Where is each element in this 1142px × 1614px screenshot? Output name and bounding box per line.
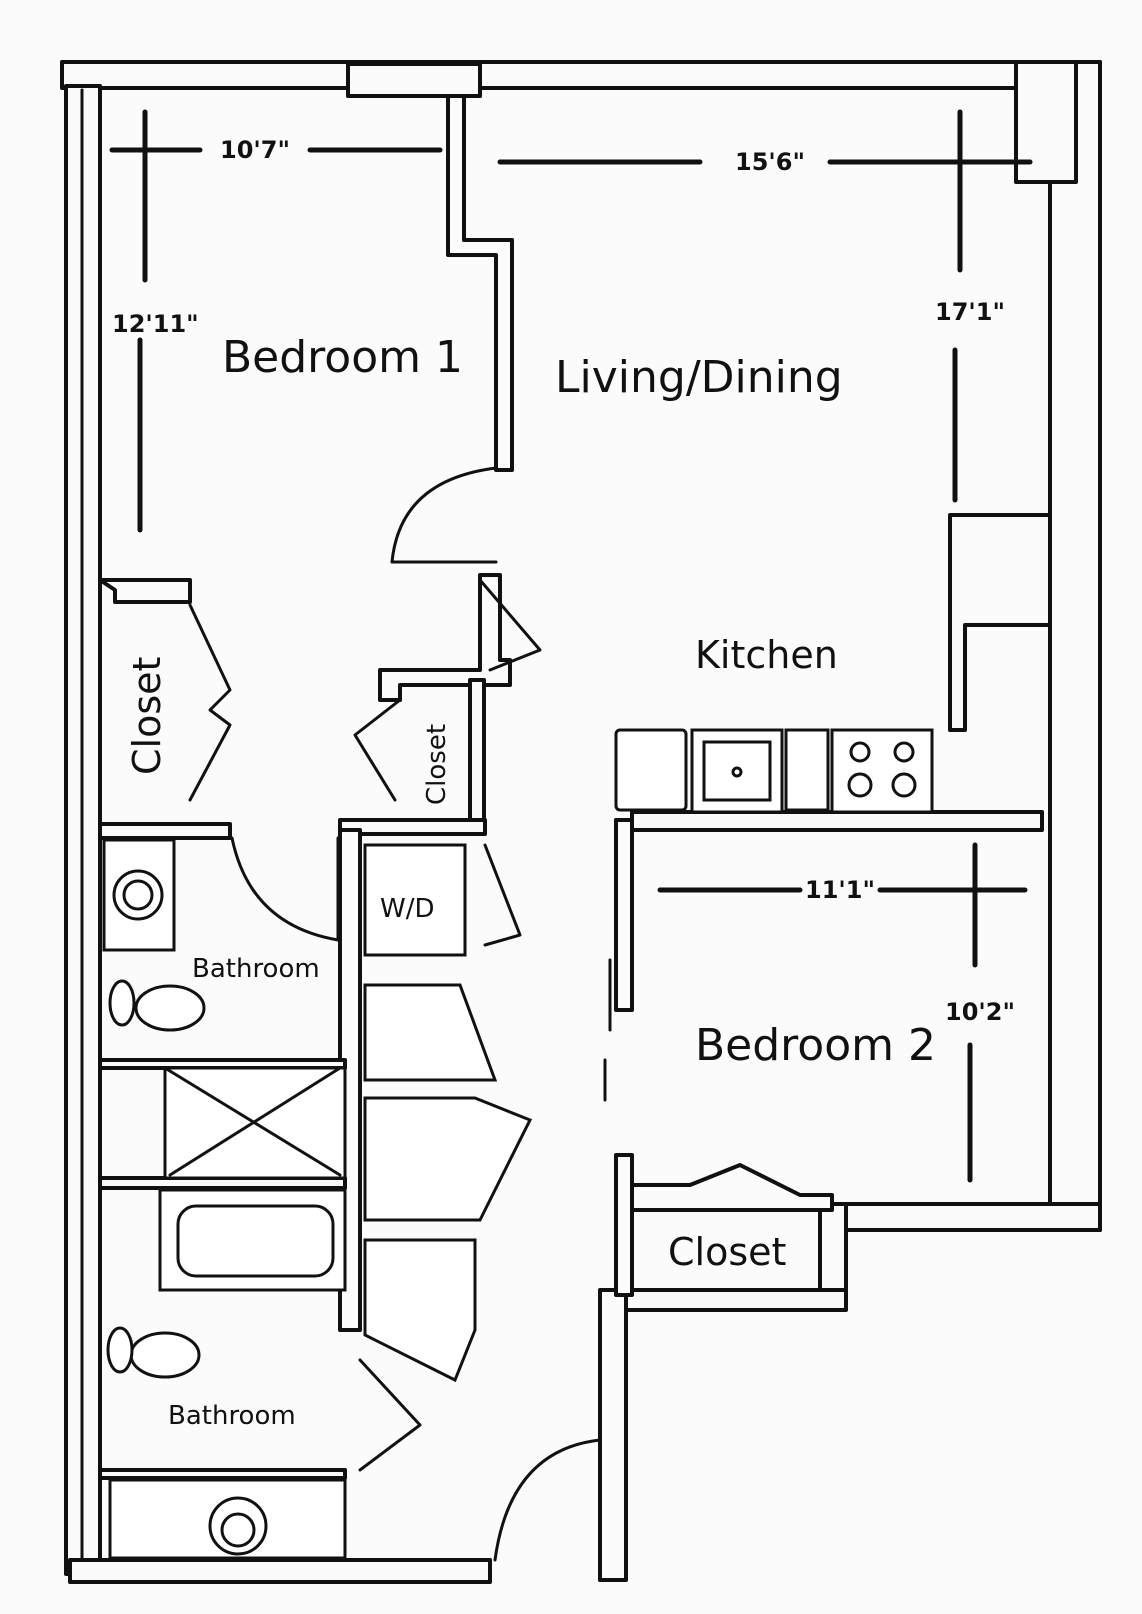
kitchen-fixtures [614, 728, 934, 814]
storage-cabinet-1 [363, 983, 498, 1082]
bedroom1-width-label: 10'7" [220, 136, 290, 164]
room-label-bathroom1: Bathroom [192, 954, 320, 984]
burner-icon [893, 741, 915, 763]
burner-icon [847, 772, 873, 798]
bathroom1-door [230, 836, 340, 942]
bedroom1-door [390, 466, 498, 564]
bathroom2-door [358, 1358, 422, 1472]
room-label-closet-bedroom1: Closet [125, 657, 169, 775]
doors [188, 466, 612, 1562]
living-depth-label: 17'1" [935, 298, 1005, 326]
sink-icon [112, 869, 164, 921]
hall-closet-door [353, 698, 402, 802]
stove [830, 728, 934, 814]
bedroom1-depth-label: 12'11" [112, 310, 199, 338]
bedroom2-width-label: 11'1" [805, 876, 875, 904]
room-label-bathroom2: Bathroom [168, 1401, 296, 1431]
labels: 10'7" 12'11" 15'6" 17'1" 11'1" 10'2" Bed… [112, 136, 1015, 1431]
counter-left [614, 728, 688, 812]
toilet-icon [134, 984, 206, 1032]
closet1-bifold-door [188, 603, 232, 802]
room-label-bedroom2: Bedroom 2 [695, 1020, 936, 1071]
burner-icon [891, 772, 917, 798]
storage-cabinet-3 [363, 1238, 477, 1383]
burner-icon [849, 741, 871, 763]
living-width-label: 15'6" [735, 148, 805, 176]
counter-mid [784, 728, 830, 812]
room-label-laundry: W/D [380, 894, 435, 924]
hall-storage [363, 843, 533, 1383]
room-label-kitchen: Kitchen [695, 633, 838, 677]
dimension-lines [109, 109, 1033, 1183]
storage-cabinet-2 [363, 1096, 533, 1222]
room-label-closet-bedroom2: Closet [668, 1230, 786, 1274]
wd-door [483, 843, 522, 947]
interior-walls [98, 94, 1052, 1480]
toilet-icon [129, 1331, 201, 1379]
exterior-walls [60, 60, 1102, 1584]
room-label-bedroom1: Bedroom 1 [222, 332, 463, 383]
sink-icon [208, 1496, 268, 1556]
room-label-closet-hall: Closet [422, 724, 452, 805]
entry-door [493, 1438, 602, 1562]
linen-closet-door [478, 578, 542, 672]
wd-closet [363, 843, 467, 957]
room-label-living-dining: Living/Dining [555, 352, 843, 403]
bathroom-fixtures [102, 838, 347, 1560]
bedroom2-depth-label: 10'2" [945, 998, 1015, 1026]
